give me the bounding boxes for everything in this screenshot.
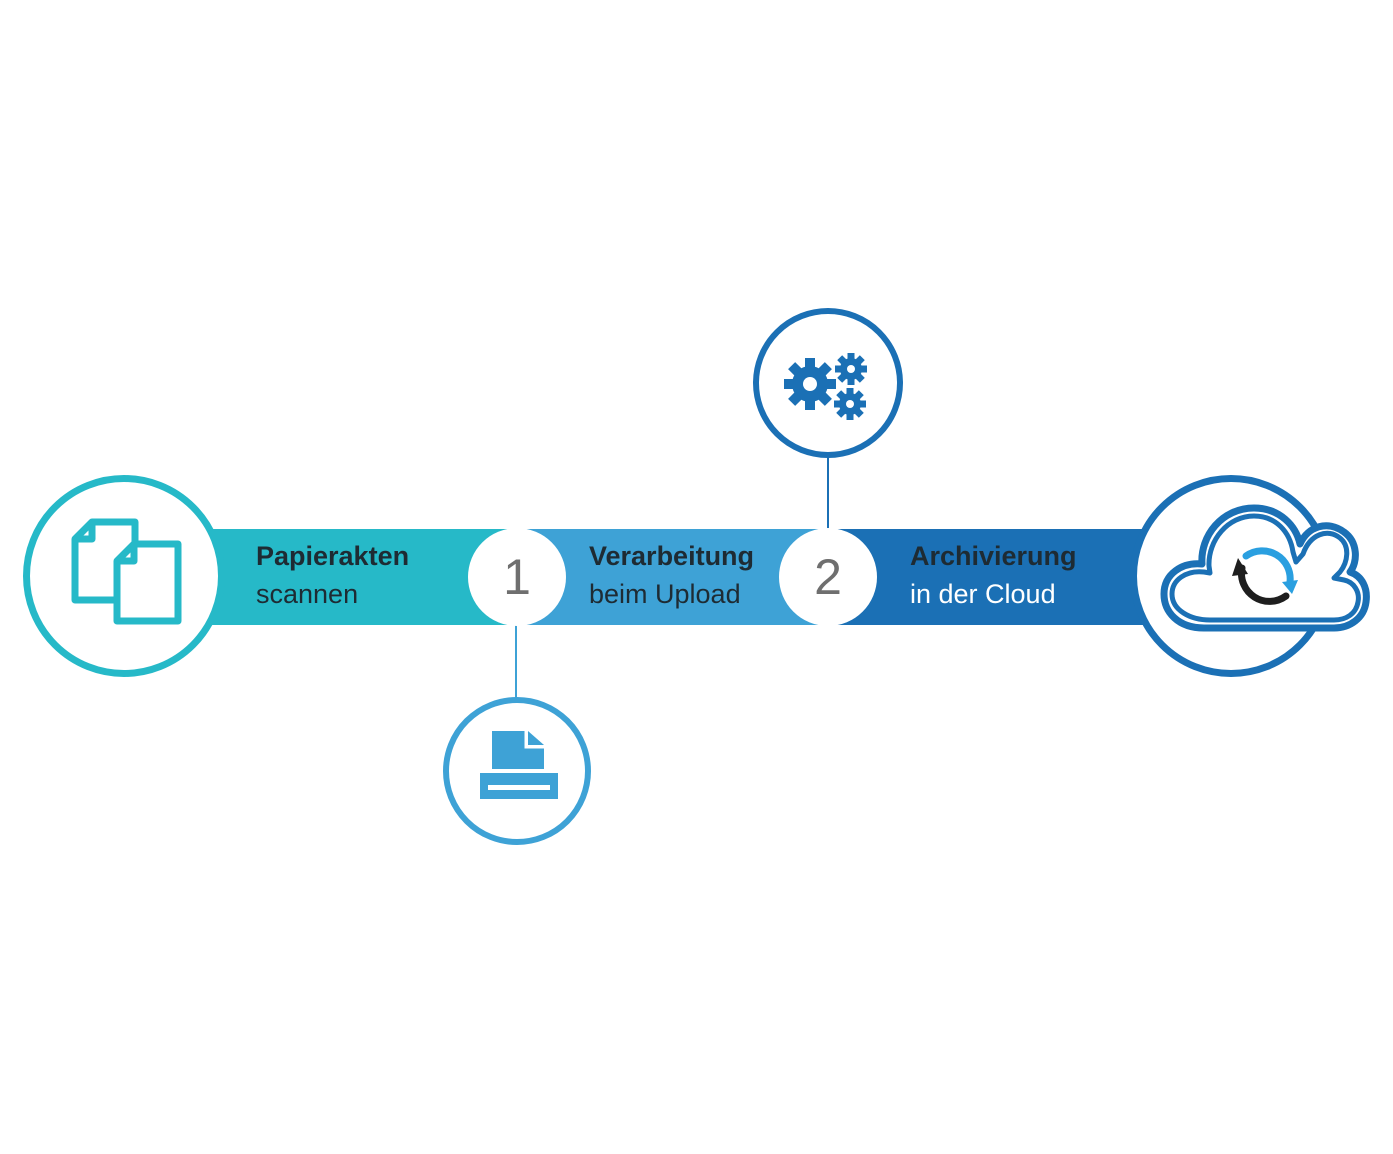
- gears-icon: [784, 353, 867, 420]
- documents-icon: [71, 518, 182, 625]
- documents-circle: [23, 475, 225, 677]
- band-step-archive: [830, 529, 1150, 625]
- step-number-2: 2: [779, 528, 877, 626]
- step-1-title: Papierakten: [256, 541, 410, 571]
- step-1-subtitle: scannen: [256, 579, 359, 609]
- printer-circle: [443, 697, 591, 845]
- cloud-sync-icon: [1160, 504, 1370, 632]
- gears-circle: [753, 308, 903, 458]
- step-3-title: Archivierung: [910, 541, 1077, 571]
- step-3-subtitle: in der Cloud: [910, 579, 1056, 609]
- printer-icon: [480, 731, 558, 799]
- step-number-1: 1: [468, 528, 566, 626]
- step-2-subtitle: beim Upload: [589, 579, 741, 609]
- step-2-title: Verarbeitung: [589, 541, 755, 571]
- band-step-scan: [200, 529, 520, 625]
- band-step-process: [520, 529, 830, 625]
- connector-gears: [827, 455, 829, 531]
- connector-printer: [515, 622, 517, 700]
